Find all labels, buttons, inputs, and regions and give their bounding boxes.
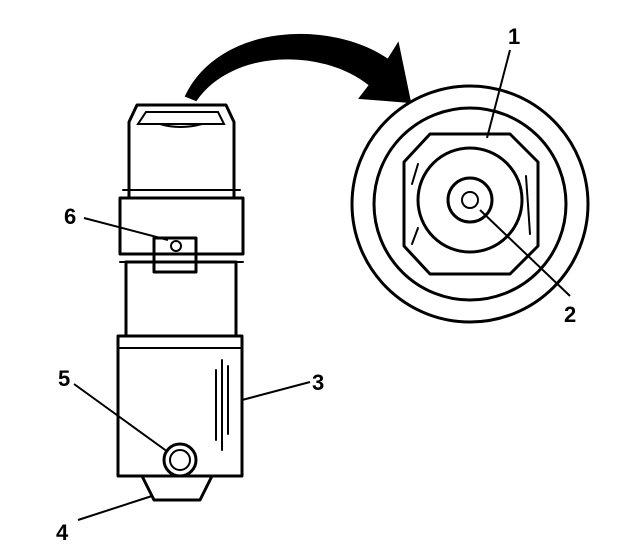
oil-hole (162, 442, 198, 478)
detail-end-view (350, 84, 590, 324)
callout-3: 3 (312, 370, 324, 395)
callout-labels: 1 2 3 4 5 6 (56, 24, 576, 545)
lifter-body (116, 103, 245, 502)
callout-4: 4 (56, 520, 69, 545)
callout-1: 1 (508, 24, 520, 49)
callout-5: 5 (58, 366, 70, 391)
curved-arrow (184, 33, 412, 104)
callout-6: 6 (64, 204, 76, 229)
leader-lines (73, 49, 571, 521)
retainer-clip (152, 236, 198, 274)
callout-2: 2 (564, 302, 576, 327)
